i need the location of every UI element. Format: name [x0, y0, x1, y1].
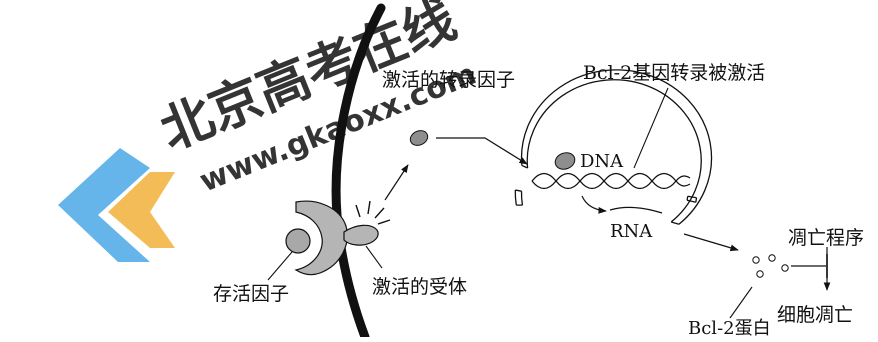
pointer-activated-receptor: [366, 246, 382, 268]
label-bcl2-protein: Bcl-2蛋白: [688, 318, 771, 337]
dna-helix: [532, 174, 690, 189]
pointer-bcl2-protein: [730, 287, 752, 318]
nucleus-envelope: [515, 70, 711, 224]
rna-strand: [610, 207, 662, 213]
label-dna: DNA: [580, 151, 624, 172]
label-rna: RNA: [610, 221, 653, 242]
label-cell-apoptosis: 细胞凋亡: [777, 304, 853, 326]
activation-burst: [356, 201, 390, 224]
label-survival-factor: 存活因子: [213, 283, 289, 305]
pointer-bcl2-transcription: [634, 88, 668, 168]
label-activated-tf: 激活的转录因子: [382, 69, 515, 91]
arrow-transcription: [582, 196, 606, 211]
label-bcl2-transcription: Bcl-2基因转录被激活: [583, 62, 765, 84]
arrow-tf-to-nucleus: [436, 138, 527, 164]
label-activated-receptor: 激活的受体: [372, 276, 467, 298]
bound-tf-blob: [553, 150, 577, 172]
bcl2-protein-dots: [753, 255, 788, 277]
activated-tf-blob: [408, 128, 430, 148]
pointer-survival-factor: [268, 252, 292, 280]
label-apoptosis-program: 凋亡程序: [788, 227, 864, 249]
receptor-activated-tail: [344, 225, 378, 245]
survival-factor-ball: [286, 229, 310, 253]
arrow-receptor-to-tf: [385, 165, 408, 200]
arrow-rna-export: [684, 234, 738, 250]
watermark-text: 北京高考在线 www.gkaoxx.com: [152, 0, 481, 199]
watermark-logo: [58, 148, 175, 262]
